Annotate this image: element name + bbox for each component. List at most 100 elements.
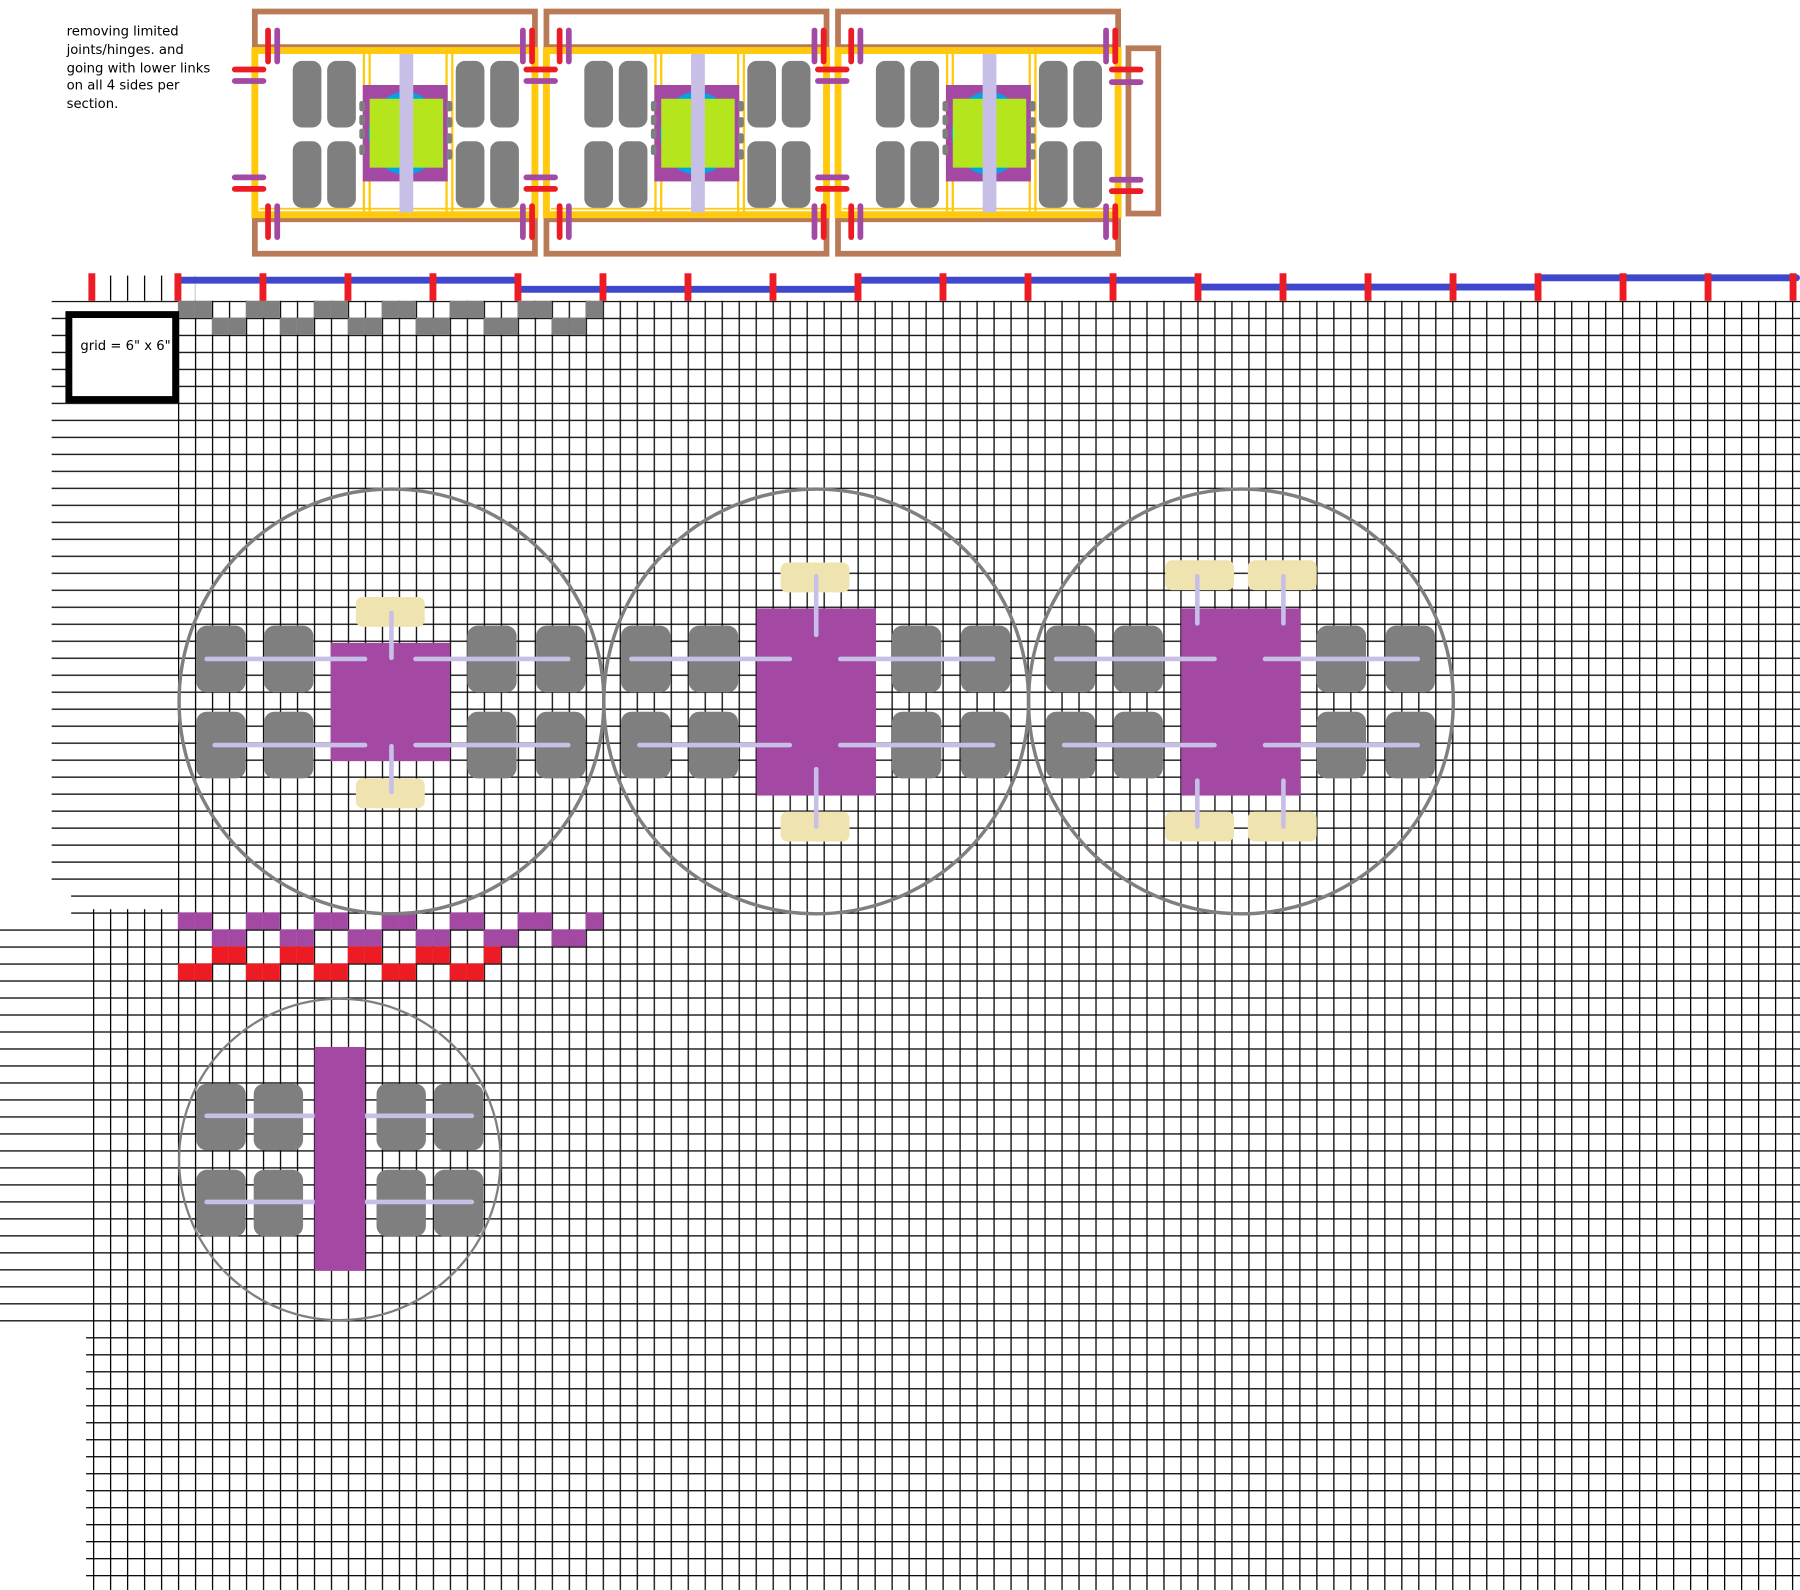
hinge-red bbox=[231, 186, 267, 192]
checker-cell bbox=[381, 963, 399, 981]
hinge-red bbox=[1108, 188, 1144, 195]
checker-cell bbox=[568, 929, 586, 947]
checker-cell bbox=[262, 963, 280, 981]
checker-cell bbox=[194, 963, 212, 981]
mount-bump bbox=[359, 128, 366, 139]
checker-cell bbox=[415, 929, 433, 947]
checker-cell bbox=[228, 929, 246, 947]
wheel bbox=[747, 60, 777, 128]
rail-tick bbox=[1279, 273, 1287, 301]
checker-cell bbox=[517, 300, 535, 318]
checker-cell bbox=[313, 300, 331, 318]
hinge-purple bbox=[565, 203, 572, 240]
hinge-red bbox=[265, 203, 271, 240]
steering-link bbox=[1195, 778, 1200, 829]
hinge-red bbox=[815, 66, 850, 73]
rail-tick bbox=[1619, 273, 1627, 301]
checker-cell bbox=[262, 912, 280, 930]
note-line: section. bbox=[67, 97, 119, 112]
mount-bump bbox=[1029, 117, 1036, 128]
frame-strut bbox=[842, 207, 1114, 210]
checker-cell bbox=[177, 300, 195, 318]
hinge-red bbox=[820, 203, 827, 240]
steering-link bbox=[1281, 778, 1286, 829]
axle bbox=[1061, 742, 1217, 748]
mount-bump bbox=[738, 133, 744, 144]
mount-bump bbox=[650, 101, 657, 112]
checker-cell bbox=[330, 912, 348, 930]
gray-checker-pattern bbox=[177, 300, 603, 335]
checker-cell bbox=[483, 317, 501, 335]
wheel bbox=[875, 60, 905, 128]
section-frame bbox=[542, 47, 830, 219]
rail-tick bbox=[939, 273, 947, 301]
steering-link bbox=[1281, 574, 1286, 626]
checker-cell bbox=[296, 317, 314, 335]
hinge-red bbox=[848, 203, 855, 240]
axle bbox=[413, 742, 571, 748]
checker-cell bbox=[398, 300, 416, 318]
mount-bump bbox=[650, 144, 657, 156]
hinge-red bbox=[231, 66, 267, 73]
wheel bbox=[327, 60, 356, 128]
note-line: on all 4 sides per bbox=[67, 79, 180, 94]
checker-cell bbox=[228, 317, 246, 335]
mount-bump bbox=[1029, 133, 1036, 144]
compact-module bbox=[177, 997, 502, 1322]
hinge-red bbox=[1112, 27, 1119, 65]
rail-tick bbox=[429, 273, 437, 301]
lower-link-frame bbox=[543, 216, 830, 257]
mount-bump bbox=[942, 128, 949, 139]
wheel bbox=[490, 60, 519, 128]
checker-cell bbox=[449, 912, 467, 930]
axle bbox=[212, 742, 368, 748]
frame-strut bbox=[259, 207, 531, 210]
axle bbox=[629, 656, 793, 662]
checker-cell bbox=[381, 300, 399, 318]
hinge-purple bbox=[523, 78, 558, 84]
checker-cell bbox=[296, 946, 314, 964]
turning-radius-circle bbox=[1026, 487, 1456, 916]
hinge-purple bbox=[274, 27, 281, 65]
turning-module bbox=[1026, 487, 1456, 916]
mount-bump bbox=[1029, 149, 1036, 160]
checker-cell bbox=[194, 912, 212, 930]
checker-cell bbox=[330, 963, 348, 981]
hinge-purple bbox=[857, 27, 864, 65]
checker-cell bbox=[245, 963, 263, 981]
wheel bbox=[1038, 60, 1068, 128]
wheel bbox=[455, 60, 485, 128]
mount-bump bbox=[446, 149, 453, 160]
rail-tick bbox=[514, 273, 522, 301]
checker-cell bbox=[466, 300, 484, 318]
steering-link bbox=[813, 574, 819, 638]
checker-cell bbox=[398, 912, 416, 930]
mount-bump bbox=[1029, 101, 1036, 112]
hinge-red bbox=[523, 186, 558, 192]
mount-bump bbox=[650, 128, 657, 139]
legend-box bbox=[65, 311, 180, 403]
axle bbox=[1262, 742, 1421, 748]
rail-tick bbox=[1024, 273, 1032, 301]
note-line: removing limited bbox=[67, 25, 179, 40]
steering-link bbox=[1195, 574, 1200, 626]
checker-cell bbox=[211, 946, 229, 964]
wheel bbox=[584, 60, 614, 128]
train-section bbox=[523, 8, 830, 257]
module-body bbox=[314, 1046, 366, 1271]
rail-tick bbox=[1704, 273, 1712, 301]
axle bbox=[637, 742, 793, 748]
checker-cell bbox=[500, 929, 518, 947]
frame-strut bbox=[1034, 53, 1037, 213]
checker-cell bbox=[415, 317, 433, 335]
hinge-red bbox=[556, 203, 563, 240]
wheel bbox=[747, 141, 777, 208]
mount-bump bbox=[446, 117, 453, 128]
turning-modules bbox=[177, 487, 1456, 916]
hinge-purple bbox=[231, 174, 267, 181]
hinge-purple bbox=[857, 203, 864, 240]
center-axle bbox=[691, 53, 705, 213]
lower-link-frame bbox=[251, 216, 538, 257]
checker-cell bbox=[585, 300, 603, 318]
